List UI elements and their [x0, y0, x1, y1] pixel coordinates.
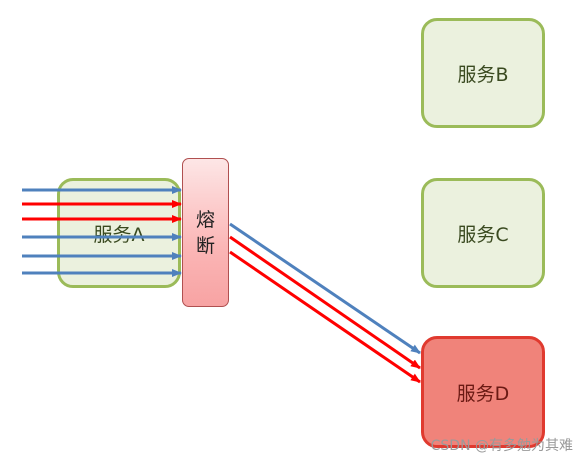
service-c-box: 服务C	[421, 178, 545, 288]
service-a-label: 服务A	[93, 223, 145, 246]
outgoing-arrow-3	[229, 250, 421, 384]
outgoing-arrow-2	[229, 235, 421, 370]
circuit-breaker: 熔断	[182, 158, 229, 307]
circuit-breaker-label: 熔断	[195, 208, 215, 257]
service-b-label: 服务B	[457, 63, 509, 86]
service-d-box: 服务D	[421, 336, 545, 448]
service-c-label: 服务C	[457, 223, 509, 246]
service-a-box: 服务A	[57, 178, 181, 288]
service-b-box: 服务B	[421, 18, 545, 128]
service-d-label: 服务D	[456, 382, 510, 405]
watermark: CSDN @有多勉为其难	[430, 438, 573, 454]
outgoing-arrow-1	[229, 222, 421, 355]
